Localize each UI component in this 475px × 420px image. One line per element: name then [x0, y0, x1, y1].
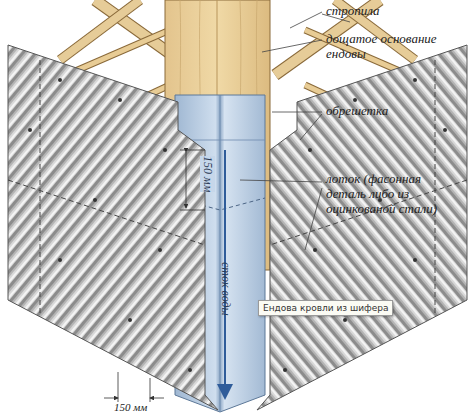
- dimension-label: 150 мм: [114, 401, 147, 414]
- tooltip-box: Ендова кровли из шифера: [258, 300, 393, 316]
- tooltip-text: Ендова кровли из шифера: [263, 303, 388, 313]
- dimension-label: 150 мм: [200, 156, 215, 192]
- rafter-label: стропила: [326, 4, 466, 19]
- flow-label: сток воды: [218, 262, 233, 316]
- tray-label: лоток (фасонная деталь либо из оцинкован…: [326, 172, 444, 217]
- batten-label: обрешетка: [326, 104, 466, 119]
- board-label: дощатое основание ендовы: [326, 32, 466, 62]
